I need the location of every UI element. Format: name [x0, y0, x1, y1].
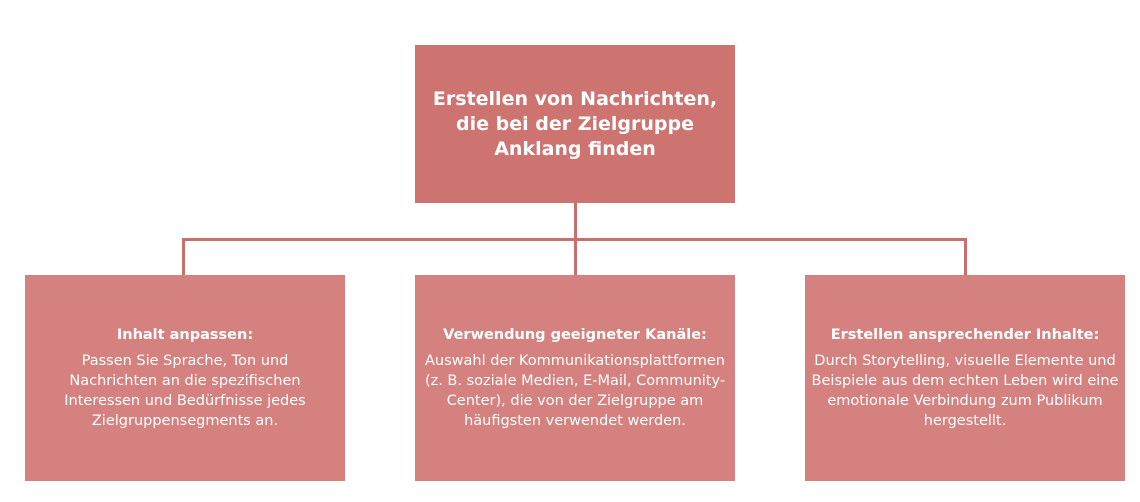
- connector-right: [964, 238, 967, 275]
- child-title: Inhalt anpassen:: [116, 327, 254, 343]
- child-text: Auswahl der Kommunikationsplattformen (z…: [424, 353, 726, 429]
- child-text: Durch Storytelling, visuelle Elemente un…: [811, 353, 1119, 429]
- child-node-content: Inhalt anpassen: Passen Sie Sprache, Ton…: [25, 275, 345, 481]
- child-node-channels: Verwendung geeigneter Kanäle: Auswahl de…: [415, 275, 735, 481]
- connector-root-stem: [574, 203, 577, 241]
- connector-middle: [574, 238, 577, 275]
- child-title: Erstellen ansprechender Inhalte:: [830, 327, 1100, 343]
- connector-left: [182, 238, 185, 275]
- child-node-engaging: Erstellen ansprechender Inhalte: Durch S…: [805, 275, 1125, 481]
- root-node: Erstellen von Nachrichten, die bei der Z…: [415, 45, 735, 203]
- root-title: Erstellen von Nachrichten, die bei der Z…: [432, 87, 718, 160]
- child-text: Passen Sie Sprache, Ton und Nachrichten …: [64, 353, 306, 429]
- child-title: Verwendung geeigneter Kanäle:: [443, 327, 707, 343]
